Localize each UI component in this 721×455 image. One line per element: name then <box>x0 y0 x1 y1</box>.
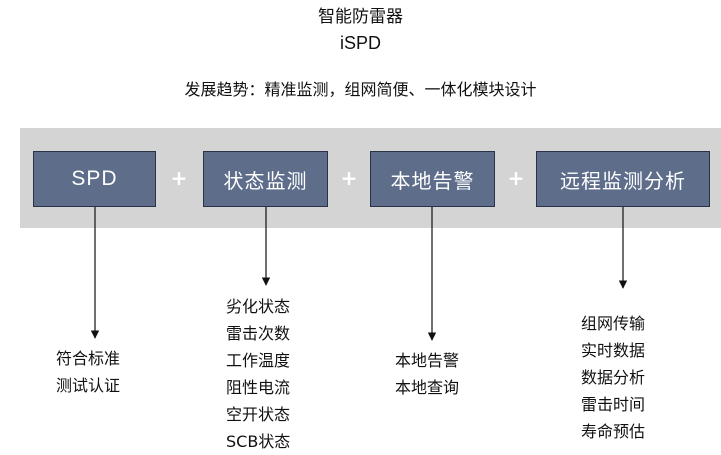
feature-item: 阻性电流 <box>226 378 291 397</box>
feature-item: 雷击次数 <box>226 324 291 343</box>
feature-item: 雷击时间 <box>581 395 646 414</box>
trend-statement: 发展趋势：精准监测，组网简便、一体化模块设计 <box>184 80 537 99</box>
diagram-subtitle: iSPD <box>339 33 381 53</box>
plus-sign: + <box>340 166 358 190</box>
feature-item: SCB状态 <box>226 432 291 451</box>
feature-item: 符合标准 <box>56 349 121 368</box>
alarm-features: 本地告警 本地查询 <box>395 347 459 401</box>
feature-item: 空开状态 <box>226 405 291 424</box>
status-features: 劣化状态 雷击次数 工作温度 阻性电流 空开状态 SCB状态 <box>226 293 290 455</box>
spd-box: SPD <box>33 151 156 207</box>
remote-features: 组网传输 实时数据 数据分析 雷击时间 寿命预估 <box>581 310 645 445</box>
feature-item: 寿命预估 <box>581 422 646 441</box>
remote-analysis-box: 远程监测分析 <box>536 151 710 207</box>
plus-sign: + <box>170 166 188 190</box>
feature-item: 劣化状态 <box>226 297 291 316</box>
feature-item: 数据分析 <box>581 368 646 387</box>
feature-item: 本地查询 <box>395 378 460 397</box>
spd-features: 符合标准 测试认证 <box>56 345 120 399</box>
feature-item: 测试认证 <box>56 376 121 395</box>
status-monitoring-box: 状态监测 <box>203 151 328 207</box>
feature-item: 组网传输 <box>581 314 646 333</box>
plus-sign: + <box>507 166 525 190</box>
feature-item: 工作温度 <box>226 351 291 370</box>
diagram-title: 智能防雷器 <box>318 7 403 27</box>
feature-item: 本地告警 <box>395 351 460 370</box>
feature-item: 实时数据 <box>581 341 646 360</box>
local-alarm-box: 本地告警 <box>370 151 495 207</box>
